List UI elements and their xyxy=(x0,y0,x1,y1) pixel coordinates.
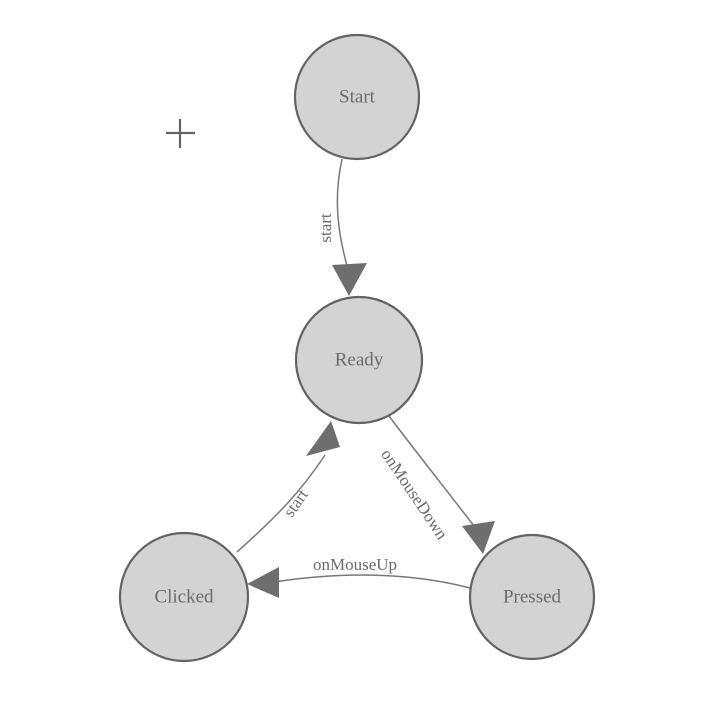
arrowhead-pressed-topleft xyxy=(462,521,495,554)
arrowhead-ready-bottomleft xyxy=(306,421,340,456)
arrowhead-ready-top xyxy=(332,263,367,296)
node-clicked[interactable]: Clicked xyxy=(118,531,250,663)
edge-path-clicked-to-ready xyxy=(236,454,326,553)
node-start[interactable]: Start xyxy=(293,33,421,161)
node-label-start: Start xyxy=(339,86,376,107)
edge-label-clicked-to-ready: start xyxy=(280,485,313,520)
arrowhead-clicked-right xyxy=(247,567,279,598)
edge-path-pressed-to-clicked xyxy=(267,574,471,589)
node-ready[interactable]: Ready xyxy=(294,295,424,425)
node-circle-start[interactable] xyxy=(293,33,421,161)
node-label-pressed: Pressed xyxy=(503,586,562,607)
edge-path-ready-to-pressed xyxy=(388,415,485,540)
node-circle-pressed[interactable] xyxy=(468,533,596,661)
node-label-clicked: Clicked xyxy=(154,586,214,607)
edge-path-start-to-ready xyxy=(336,158,350,274)
edge-label-ready-to-pressed: onMouseDown xyxy=(377,445,452,543)
edge-ready-to-pressed[interactable]: onMouseDown xyxy=(377,415,495,554)
node-circle-ready[interactable] xyxy=(294,295,424,425)
edge-label-start-to-ready: start xyxy=(316,213,335,243)
plus-marker-icon[interactable] xyxy=(166,119,195,148)
node-label-ready: Ready xyxy=(335,349,384,370)
edge-clicked-to-ready[interactable]: start xyxy=(236,421,340,553)
edge-label-pressed-to-clicked: onMouseUp xyxy=(313,555,397,574)
node-circle-clicked[interactable] xyxy=(118,531,250,663)
edge-pressed-to-clicked[interactable]: onMouseUp xyxy=(247,555,471,598)
node-pressed[interactable]: Pressed xyxy=(468,533,596,661)
edge-start-to-ready[interactable]: start xyxy=(316,158,367,296)
